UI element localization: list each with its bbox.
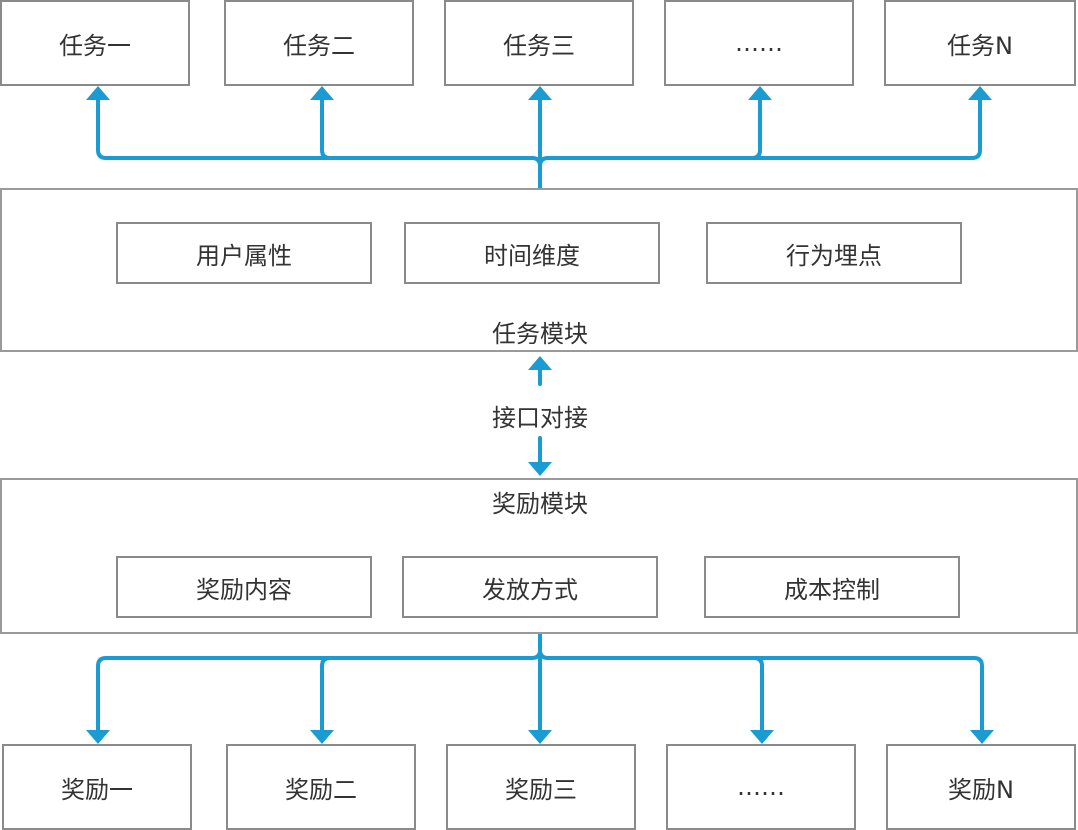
arrowhead-down-icon [970, 730, 994, 744]
arrowhead-up-icon [310, 86, 334, 100]
reward-label: 奖励一 [61, 775, 133, 804]
arrowhead-up-icon [86, 86, 110, 100]
arrowhead-down-icon [750, 730, 774, 744]
reward-module-item-distribution: 发放方式 [402, 556, 658, 618]
interface-label: 接口对接 [492, 404, 588, 432]
arrowhead-down-icon [528, 462, 552, 476]
reward-module-item-label: 奖励内容 [196, 575, 292, 604]
arrowhead-down-icon [528, 730, 552, 744]
task-module-item-time-dimension: 时间维度 [404, 222, 660, 284]
reward-module-item-content: 奖励内容 [116, 556, 372, 618]
reward-label: 奖励三 [505, 775, 577, 804]
reward-box-2: 奖励二 [226, 744, 416, 830]
arrowhead-up-icon [528, 86, 552, 100]
reward-label: …… [737, 773, 785, 801]
reward-box-1: 奖励一 [2, 744, 192, 830]
reward-module-item-label: 成本控制 [784, 575, 880, 604]
reward-box-n: 奖励N [886, 744, 1076, 830]
task-label: 任务一 [59, 31, 131, 60]
reward-module-title: 奖励模块 [492, 490, 588, 518]
arrowhead-up-icon [968, 86, 992, 100]
task-box-ellipsis: …… [664, 0, 854, 86]
reward-module-item-label: 发放方式 [482, 575, 578, 604]
task-label: 任务N [947, 31, 1013, 60]
task-box-2: 任务二 [224, 0, 414, 86]
task-label: 任务二 [283, 31, 355, 60]
task-module-item-label: 行为埋点 [786, 241, 882, 270]
task-box-3: 任务三 [444, 0, 634, 86]
task-box-n: 任务N [884, 0, 1076, 86]
task-module-item-behavior-tracking: 行为埋点 [706, 222, 962, 284]
reward-label: 奖励N [948, 775, 1014, 804]
reward-module-item-cost-control: 成本控制 [704, 556, 960, 618]
arrowhead-down-icon [86, 730, 110, 744]
task-module-item-label: 用户属性 [196, 241, 292, 270]
reward-label: 奖励二 [285, 775, 357, 804]
arrowhead-down-icon [310, 730, 334, 744]
arrowhead-up-icon [528, 356, 552, 370]
task-module-item-label: 时间维度 [484, 241, 580, 270]
task-label: …… [735, 29, 783, 57]
task-module-title: 任务模块 [492, 320, 588, 348]
task-box-1: 任务一 [0, 0, 190, 86]
reward-box-3: 奖励三 [446, 744, 636, 830]
arrowhead-up-icon [748, 86, 772, 100]
task-module-item-user-attributes: 用户属性 [116, 222, 372, 284]
task-label: 任务三 [503, 31, 575, 60]
reward-box-ellipsis: …… [666, 744, 856, 830]
